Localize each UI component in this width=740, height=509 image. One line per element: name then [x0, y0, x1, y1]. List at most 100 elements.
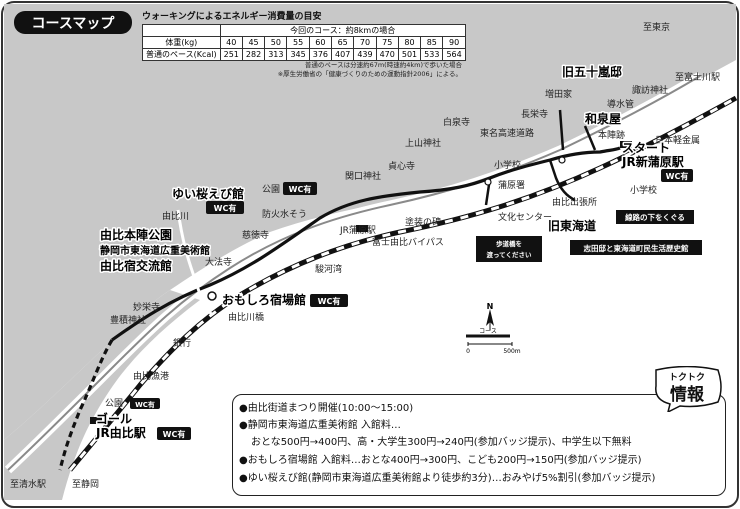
label-dousuikan: 導水管 — [607, 98, 634, 110]
label-to-shimizu: 至清水駅 — [10, 478, 46, 490]
label-scale500: 500m — [503, 348, 520, 355]
label-course-legend: コース — [479, 328, 497, 335]
label-tosou: 塗装の碑 — [405, 216, 441, 228]
label-bijutsukan: 静岡市東海道広重美術館 — [100, 244, 210, 257]
label-hodoukyou-2: 渡ってください — [487, 250, 532, 259]
table-cell: 251 — [219, 48, 243, 61]
label-honjin-koen: 由比本陣公園 — [100, 227, 172, 242]
label-suruga: 駿河湾 — [315, 263, 342, 275]
label-yuzakura: ゆい桜えび館 — [172, 186, 244, 201]
station-marker-yui — [90, 417, 102, 424]
station-marker-kanbara — [356, 225, 368, 232]
energy-title: ウォーキングによるエネルギー消費量の目安 — [142, 12, 322, 22]
info-box: ●由比街道まつり開催(10:00～15:00) ●静岡市東海道広重美術館 入館料… — [232, 394, 726, 496]
waypoint-marker-2 — [484, 178, 492, 186]
tokutoku-bubble: トクトク 情報 — [655, 366, 722, 412]
yui-river — [176, 209, 214, 316]
info-line-4: ●おもしろ宿場館 入館料…おとな400円→300円、こども200円→150円(参… — [239, 455, 642, 466]
label-yuikawabashi: 由比川橋 — [228, 311, 264, 323]
table-cell: 376 — [308, 48, 333, 61]
table-cell: 65 — [331, 36, 355, 49]
label-park: 公園 — [262, 184, 280, 195]
label-koryukan: 由比宿交流館 — [100, 258, 172, 273]
table-cell: 282 — [241, 48, 266, 61]
label-start: スタート — [622, 141, 670, 155]
energy-note-2: ※厚生労働省の「健康づくりのための運動指針2006」による。 — [277, 70, 462, 78]
omoshiro-marker — [207, 291, 217, 301]
table-cell: 70 — [353, 36, 377, 49]
label-omoshiro: おもしろ宿場館 — [222, 292, 306, 307]
label-bunka: 文化センター — [498, 211, 552, 223]
label-tomei: 東名高速道路 — [480, 127, 534, 139]
bubble-big-text: 情報 — [670, 384, 705, 405]
table-cell: 345 — [286, 48, 310, 61]
label-shougakkou2: 小学校 — [494, 159, 521, 171]
pace-header: 普通のペース(Kcal) — [142, 48, 221, 61]
wc-badge-5 — [130, 398, 160, 409]
table-cell: 533 — [420, 48, 444, 61]
weight-row: 体重(kg) 40 45 50 55 60 65 70 75 80 85 90 — [142, 36, 466, 49]
label-to-shizuoka: 至静岡 — [72, 478, 99, 490]
land-area — [4, 4, 736, 440]
info-line-3: おとな500円→400円、高・大学生300円→240円(参加バッジ提示)、中学生… — [251, 437, 632, 448]
label-chokouji: 長栄寺 — [521, 108, 548, 120]
title-pill — [14, 11, 132, 34]
wc-label-2: WC有 — [289, 184, 312, 194]
wc-badge-6 — [157, 427, 191, 440]
table-cell: 470 — [375, 48, 399, 61]
wc-label-5: WC有 — [135, 400, 155, 409]
label-goal: ゴール — [96, 411, 132, 426]
energy-course-label: 今回のコース：約8kmの場合 — [219, 24, 466, 37]
label-yubin: 由比出張所 — [552, 196, 597, 208]
table-cell: 55 — [286, 36, 310, 49]
energy-table: 今回のコース：約8kmの場合 体重(kg) 40 45 50 55 60 65 … — [142, 24, 466, 61]
label-yuigyoko: 由比漁港 — [133, 370, 169, 382]
energy-note-1: 普通のペースは分速約67m(時速約4km)で歩いた場合 — [304, 61, 462, 69]
label-hodoukyou-1: 歩道橋を — [496, 239, 522, 248]
table-cell: 50 — [264, 36, 288, 49]
wc-badge-1 — [661, 169, 693, 182]
table-cell: 564 — [442, 48, 466, 61]
label-to-tokyo: 至東京 — [643, 21, 670, 33]
label-myoeiji: 妙栄寺 — [133, 301, 160, 313]
label-to-fujikawa: 至富士川駅 — [675, 71, 720, 83]
label-north: N — [487, 302, 494, 311]
label-honjinato: 本陣跡 — [598, 129, 625, 141]
info-line-2: ●静岡市東海道広重美術館 入館料… — [239, 420, 401, 431]
table-cell: 439 — [353, 48, 377, 61]
label-teishinji: 貞心寺 — [388, 160, 415, 172]
hodoukyou-badge — [476, 236, 542, 262]
label-bouka: 防火水そう — [262, 208, 307, 220]
table-cell: 75 — [375, 36, 399, 49]
label-ikazuchi: 旧五十嵐邸 — [562, 64, 622, 79]
table-cell: 45 — [241, 36, 266, 49]
town-strip — [4, 290, 200, 500]
wc-label-3: WC有 — [214, 203, 237, 213]
label-shinkanbara: JR新蒲原駅 — [621, 154, 685, 169]
table-cell: 407 — [331, 48, 355, 61]
north-arrow-icon — [486, 309, 494, 330]
label-kyutokaido: 旧東海道 — [548, 218, 596, 233]
table-cell: 85 — [420, 36, 444, 49]
wc-label-1: WC有 — [666, 171, 689, 181]
bubble-small-text: トクトク — [669, 372, 705, 383]
label-shidabashi: 志田邸と東海道町民生活歴史館 — [584, 243, 689, 253]
label-ginko: 銀行 — [173, 337, 191, 349]
info-line-5: ●ゆい桜えび館(静岡市東海道広重美術館より徒歩約3分)…おみやげ5%割引(参加バ… — [239, 473, 656, 484]
label-jryui: JR由比駅 — [95, 425, 147, 440]
label-nippon-keikinzoku: 日本軽金属 — [655, 134, 700, 146]
wc-badge-4 — [310, 294, 348, 307]
senro-badge — [616, 210, 694, 224]
table-cell: 80 — [397, 36, 422, 49]
walking-course-south — [58, 339, 114, 471]
table-cell: 501 — [397, 48, 422, 61]
kcal-row: 普通のペース(Kcal) 251 282 313 345 376 407 439… — [142, 48, 466, 61]
label-masuda: 増田家 — [545, 88, 572, 100]
bypass — [228, 89, 732, 278]
label-shougakkou: 小学校 — [630, 184, 657, 196]
label-jitokuji: 慈徳寺 — [242, 229, 269, 241]
label-wasenya: 和泉屋 — [584, 111, 621, 126]
waypoint-marker — [558, 156, 566, 164]
